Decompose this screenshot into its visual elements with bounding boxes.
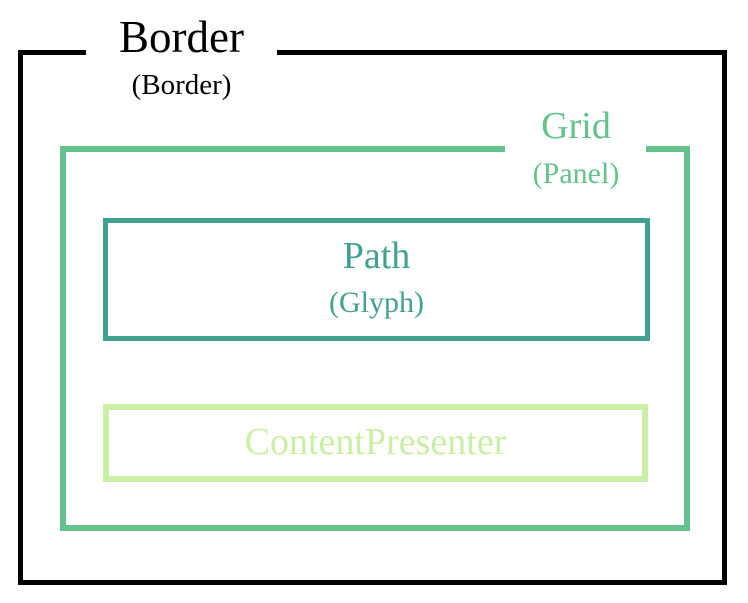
grid-left-segment — [60, 146, 66, 531]
border-title-label: Border — [119, 12, 244, 62]
path-title-label: Path — [342, 235, 411, 277]
grid-title-label: Grid — [541, 105, 611, 147]
grid-top-left-segment — [60, 146, 505, 152]
content-presenter-title-label: ContentPresenter — [244, 421, 507, 463]
border-bottom-segment — [18, 580, 727, 585]
border-subtitle-label: (Border) — [131, 69, 232, 101]
path-subtitle-label: (Glyph) — [329, 286, 424, 319]
content-presenter-frame — [103, 404, 648, 482]
grid-bottom-segment — [60, 525, 690, 531]
grid-top-right-segment — [646, 146, 690, 152]
border-right-segment — [722, 50, 727, 585]
grid-subtitle-label: (Panel) — [532, 157, 620, 190]
border-top-right-segment — [277, 50, 727, 55]
path-frame — [103, 218, 650, 341]
border-top-left-segment — [18, 50, 86, 55]
border-left-segment — [18, 50, 23, 585]
grid-right-segment — [684, 146, 690, 531]
